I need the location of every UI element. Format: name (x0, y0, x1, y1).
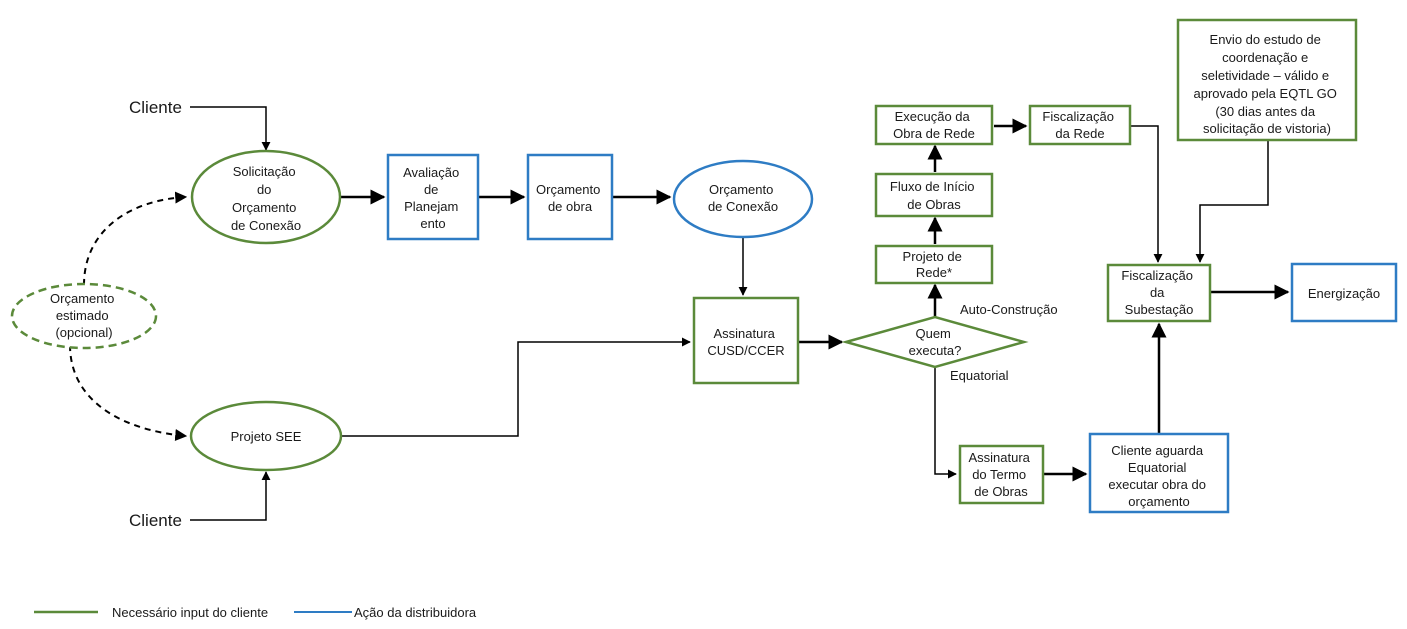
svg-text:Avaliação de Plane: Avaliação de Planejam ento (403, 165, 463, 231)
edge-label-auto-construcao: Auto-Construção (960, 302, 1058, 317)
legend-label-distributor: Ação da distribuidora (354, 605, 477, 620)
cliente-top-label: Cliente (129, 98, 182, 117)
svg-text:Orçamento estimado: Orçamento estimado (opcional) (50, 291, 118, 340)
edge-cliente-to-projeto-see (190, 471, 271, 521)
cliente-bottom-label: Cliente (129, 511, 182, 530)
node-fluxo-inicio: Fluxo de Início de Obras (874, 172, 994, 218)
node-projeto-rede: Projeto de Rede* (874, 244, 994, 285)
svg-text:Envio do estudo de coord: Envio do estudo de coordenação e seletiv… (1194, 32, 1341, 136)
svg-text:Solicitação do Orç: Solicitação do Orçamento de Conexão (231, 164, 301, 233)
node-cliente-aguarda: Cliente aguarda Equatorial executar obra… (1088, 432, 1230, 514)
svg-text:Projeto de Rede*: Projeto de Rede* (903, 249, 966, 280)
node-fiscalizacao-rede: Fiscalização da Rede (1028, 104, 1132, 146)
svg-text:Fiscalização da Rede: Fiscalização da Rede (1042, 109, 1117, 141)
svg-text:Fiscalização da Su: Fiscalização da Subestação (1121, 268, 1196, 317)
edge-estimado-to-solicitacao (83, 191, 188, 286)
node-orcamento-conexao: Orçamento de Conexão (672, 159, 814, 239)
node-quem-executa: Quem executa? (841, 315, 1029, 369)
node-projeto-see: Projeto SEE (189, 400, 343, 472)
edge-projeto-see-to-cusd (341, 337, 691, 437)
node-orcamento-obra: Orçamento de obra (526, 153, 614, 241)
svg-text:Assinatura do Termo: Assinatura do Termo de Obras (968, 450, 1033, 499)
edge-estimado-to-projeto-see (69, 344, 188, 441)
svg-text:Projeto SEE: Projeto SEE (231, 429, 302, 444)
svg-text:Quem executa?: Quem executa? (909, 326, 962, 358)
node-assinatura-cusd: Assinatura CUSD/CCER (692, 296, 800, 385)
edge-quem-to-termo (934, 368, 957, 479)
node-energizacao: Energização (1290, 262, 1398, 323)
svg-text:Orçamento de Conexão: Orçamento de Conexão (708, 182, 778, 214)
edge-envio-to-subestacao (1195, 140, 1269, 263)
svg-text:Cliente aguarda Equatori: Cliente aguarda Equatorial executar obra… (1108, 443, 1209, 509)
svg-text:Execução da Obra de Rede: Execução da Obra de Rede (893, 109, 975, 141)
legend-label-client: Necessário input do cliente (112, 605, 268, 620)
svg-text:Orçamento de obra: Orçamento de obra (536, 182, 604, 214)
node-solicitacao: Solicitação do Orçamento de Conexão (190, 149, 342, 245)
node-assinatura-termo: Assinatura do Termo de Obras (958, 444, 1045, 505)
svg-text:Energização: Energização (1308, 286, 1380, 301)
node-orcamento-estimado: Orçamento estimado (opcional) (10, 282, 158, 350)
svg-text:Fluxo de Início de Obras: Fluxo de Início de Obras (890, 179, 978, 212)
edge-fisc-rede-to-subestacao (1130, 125, 1163, 263)
node-avaliacao: Avaliação de Planejam ento (386, 153, 480, 241)
edge-cliente-to-solicitacao (190, 106, 271, 151)
svg-text:Assinatura CUSD/CCER: Assinatura CUSD/CCER (707, 326, 784, 358)
edge-label-equatorial: Equatorial (950, 368, 1009, 383)
node-envio-estudo: Envio do estudo de coordenação e seletiv… (1176, 18, 1358, 142)
legend: Necessário input do cliente Ação da dist… (34, 605, 477, 620)
node-execucao-obra: Execução da Obra de Rede (874, 104, 994, 146)
node-fiscalizacao-subestacao: Fiscalização da Subestação (1106, 263, 1212, 323)
